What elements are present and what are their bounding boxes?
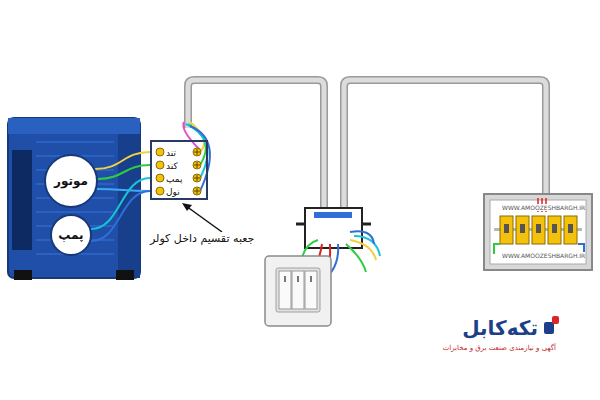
terminal-label: کند [166,160,178,172]
component-circle: موتور [44,154,98,208]
breaker [532,216,545,244]
watermark: WWW.AMOOZESHBARGH.IR [502,204,585,211]
breaker [516,216,529,244]
wire-connector [95,152,150,191]
component-label: پمپ [58,228,83,242]
junction-box: تندکندپمپنول [150,140,208,200]
logo-text: تکه‌کابل [462,316,538,340]
breaker-lever [536,224,541,233]
wire [91,178,150,229]
logo-subtitle: آگهی و نیازمندی صنعت برق و مخابرات [443,344,556,352]
wire [91,191,150,241]
grille-line [36,212,114,213]
switch-plate [265,256,331,326]
distribution-panel [484,194,592,270]
breaker-lever [568,224,573,233]
logo-icon [544,316,559,334]
grille-line [36,142,114,143]
watermark: WWW.AMOOZESHBARGH.IR [502,252,585,259]
breaker [548,216,561,244]
breaker [564,216,577,244]
breaker-lever [552,224,557,233]
terminal-label: پمپ [166,173,183,185]
wire [97,189,150,191]
breaker-lever [520,224,525,233]
wire-connector [91,178,150,241]
leader-arrow [182,203,222,232]
breaker-lever [504,224,509,233]
terminal-label: نول [166,186,180,198]
terminal-label: تند [166,147,176,159]
breaker [500,216,513,244]
component-label: موتور [54,174,88,188]
cooler-body [8,118,140,280]
callout-label: جعبه تقسیم داخل کولر [150,232,254,245]
conduit [188,80,546,210]
component-circle: پمپ [50,214,92,256]
wire [98,165,150,179]
